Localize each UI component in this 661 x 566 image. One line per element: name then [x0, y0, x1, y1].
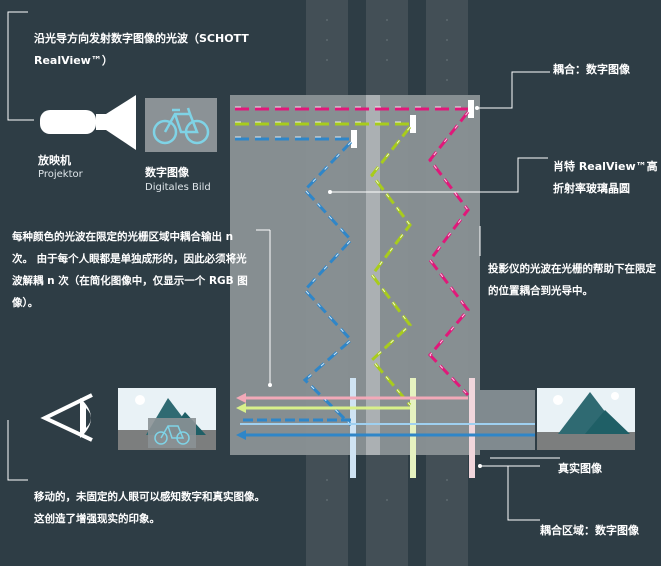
augmented-view-image [118, 388, 216, 450]
coupling-in-green [410, 115, 416, 133]
grating-green [410, 378, 416, 478]
callout-real-image: 真实图像 [558, 462, 602, 475]
projector-label-de: Projektor [38, 169, 83, 180]
callout-dots [268, 106, 482, 468]
callout-eye-explanation: 移动的，未固定的人眼可以感知数字和真实图像。 这创造了增强现实的印象。 [34, 491, 265, 525]
zigzag-blue [302, 140, 354, 427]
coupling-in-blue [351, 130, 357, 148]
callout-right-explanation: 投影仪的光波在光栅的帮助下在限定的位置耦合到光导中。 [488, 263, 656, 297]
callout-glass-wafer: 肖特 RealView™高折射率玻璃晶圆 [553, 160, 658, 195]
digital-image-label-cn: 数字图像 [145, 166, 189, 179]
projector-icon [40, 95, 136, 150]
callout-coupling-out-area: 耦合区域：数字图像 [540, 524, 639, 537]
coupling-in-pink [468, 100, 474, 118]
grating-blue [350, 378, 356, 478]
grating-pink [469, 378, 475, 478]
real-image-mountains [537, 388, 635, 450]
column-dots [326, 19, 448, 501]
projector-label-cn: 放映机 [38, 154, 71, 167]
title: 沿光导方向发射数字图像的光波（SCHOTT RealView™） [34, 32, 249, 67]
callout-left-explanation: 每种颜色的光波在限定的光栅区域中耦合输出 n 次。 由于每个人眼都是单独成形的，… [12, 231, 248, 309]
glass-extension [470, 390, 535, 450]
digital-image-label-de: Digitales Bild [145, 182, 211, 193]
zigzag-green [369, 126, 413, 406]
eye-icon [40, 393, 93, 442]
digital-image-bicycle-icon [145, 98, 217, 152]
callout-coupling-in: 耦合：数字图像 [553, 63, 630, 76]
callout-lines [7, 11, 560, 521]
